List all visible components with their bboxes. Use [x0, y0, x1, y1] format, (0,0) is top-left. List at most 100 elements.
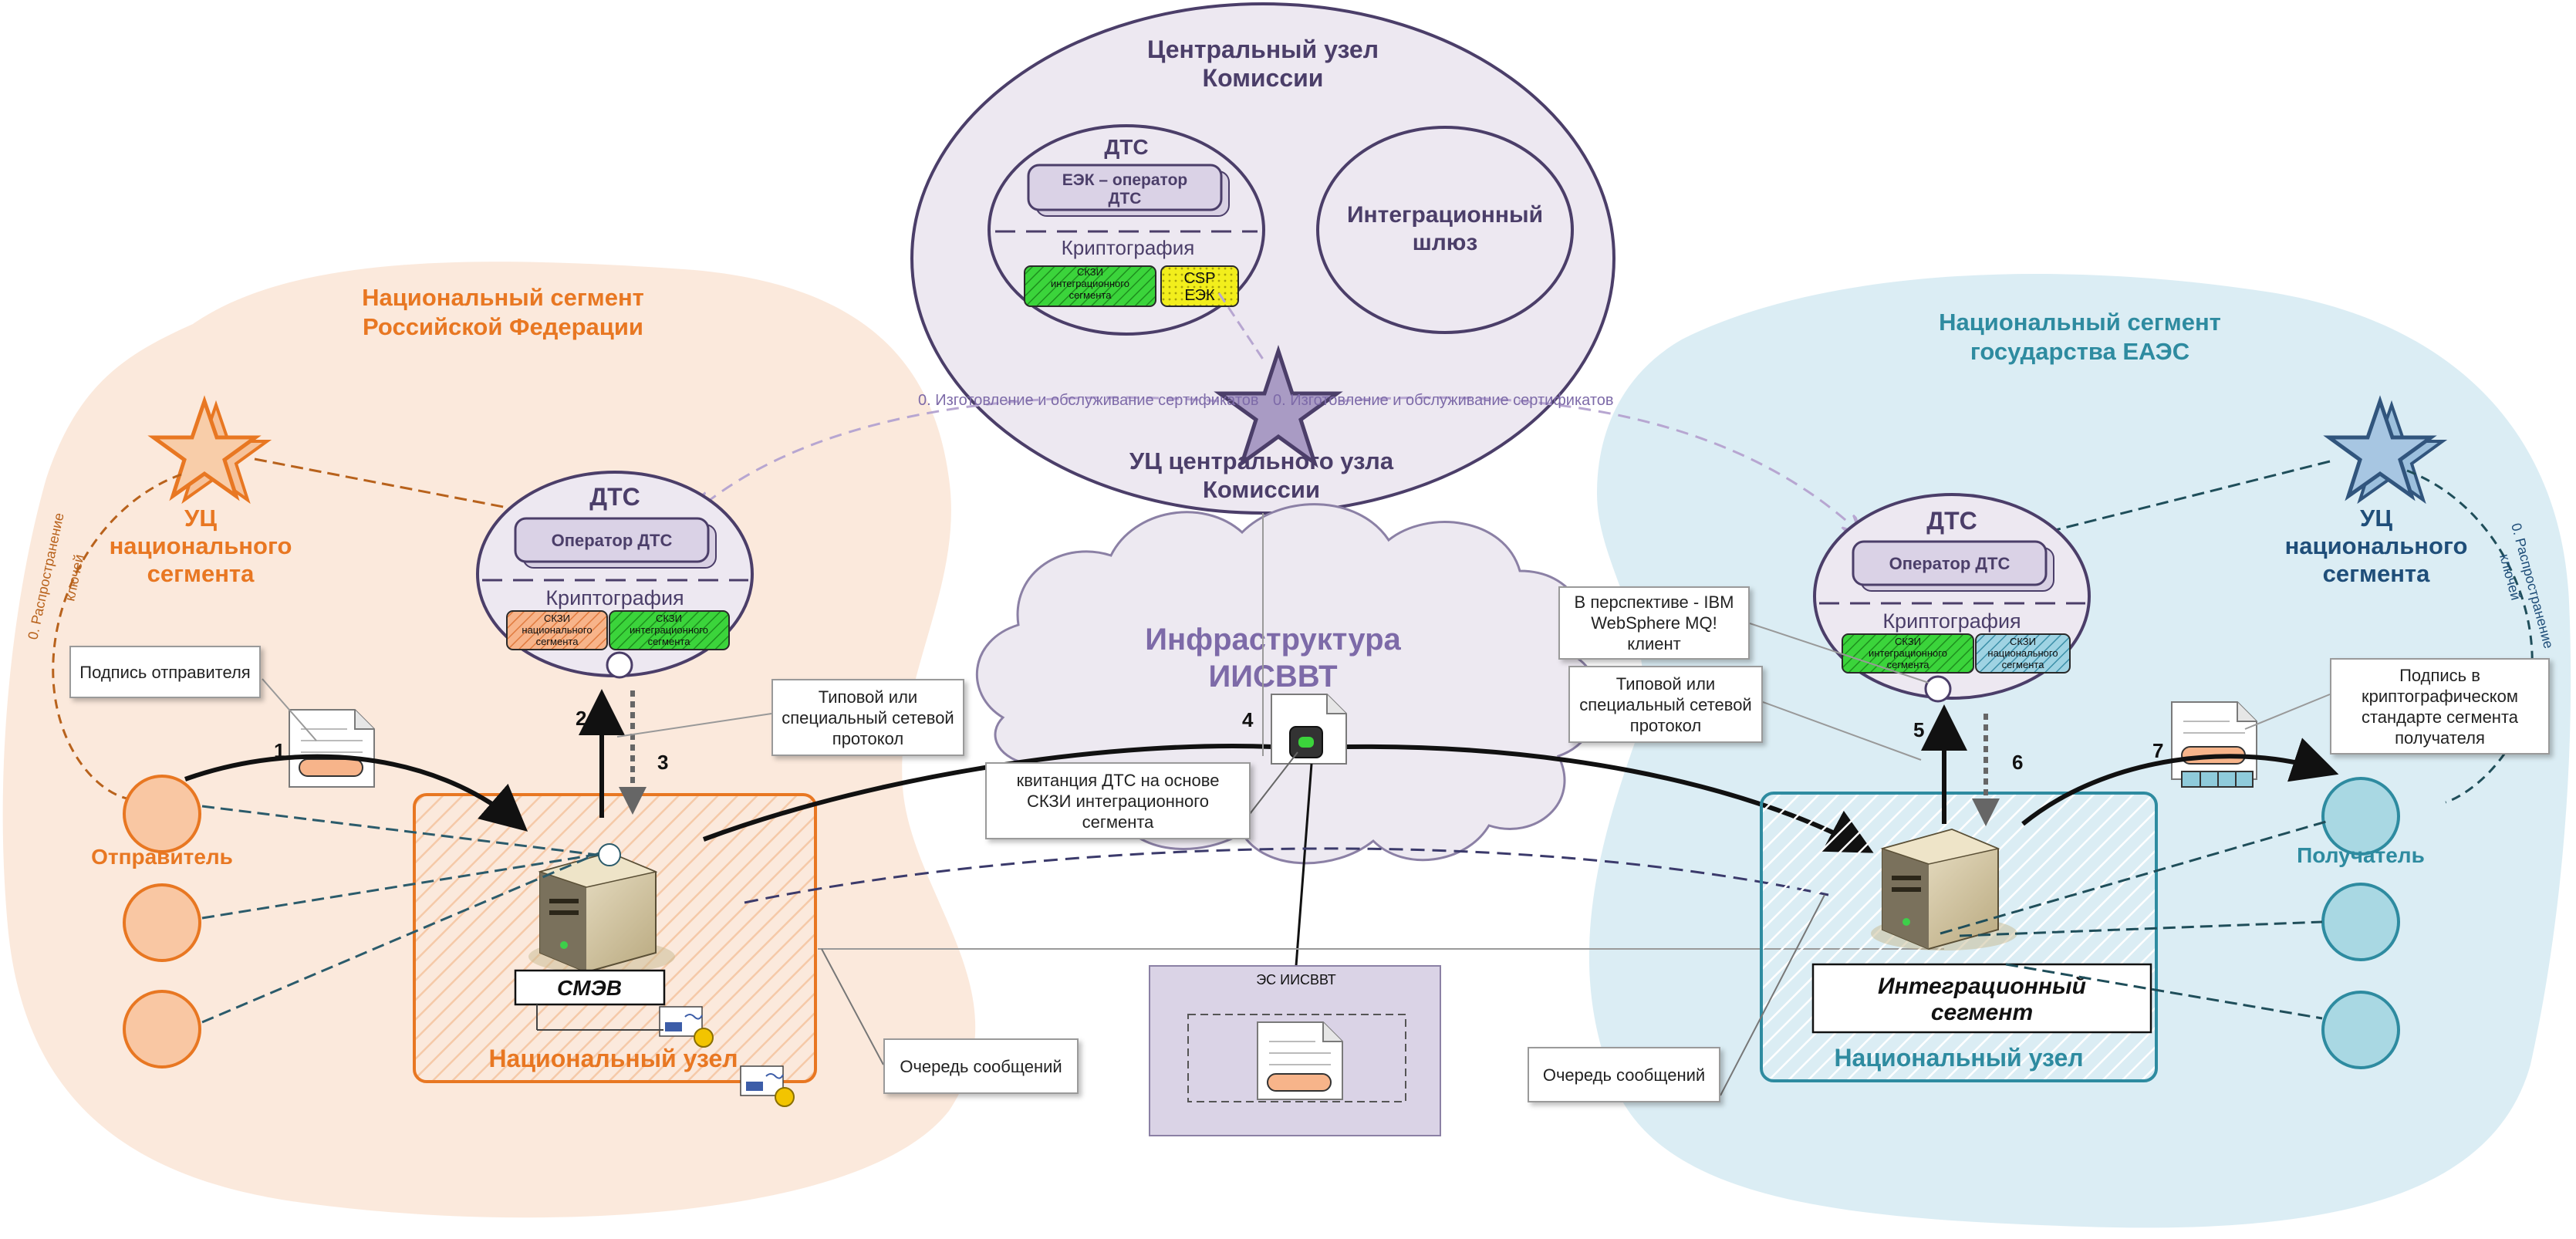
right-skzi-national-line3: сегмента [2002, 659, 2045, 670]
integration-gateway-circle [1316, 126, 1574, 334]
cert-service-arc-right [1338, 396, 1859, 532]
left-key-distribution-arc [52, 473, 182, 800]
sender-circle-2 [123, 883, 201, 962]
left-crypto-label: Криптография [545, 586, 684, 609]
right-ca-star-icon [2323, 395, 2437, 501]
left-node-label: Национальный узел [488, 1045, 738, 1072]
right-ca-line3: сегмента [2323, 560, 2430, 587]
receipt-document-icon [1271, 694, 1347, 765]
left-skzi-national-line3: сегмента [536, 636, 579, 647]
central-skzi-box [1024, 265, 1156, 307]
left-dts-title: ДТС [589, 483, 640, 511]
central-operator-box [1027, 164, 1223, 211]
receipt-callout-line [1249, 751, 1298, 815]
left-operator-box [514, 517, 710, 563]
right-ca-line2: национального [2285, 532, 2468, 559]
receiver-label: Получатель [2297, 843, 2425, 867]
right-skzi-integration-line1: СКЗИ [1895, 636, 1921, 647]
central-skzi-line3: сегмента [1069, 289, 1112, 301]
step-3-number: 3 [657, 751, 668, 774]
left-ca-to-dts-link [254, 457, 516, 511]
step-1-number: 1 [274, 739, 285, 762]
right-skzi-national-line2: национального [1987, 647, 2058, 659]
sender-1-link [201, 805, 610, 858]
left-dts-port [606, 651, 633, 679]
right-signature-callout: Подпись в криптографическом стандарте се… [2330, 658, 2550, 755]
gateway-line1: Интеграционный [1347, 202, 1543, 228]
left-signature-callout-line [262, 678, 317, 741]
cert-service-arc-left [698, 396, 1220, 509]
left-server-icon [528, 851, 675, 974]
infrastructure-title-line1: Инфраструктура [1145, 623, 1401, 657]
es-iisvvt-inner-box [1187, 1014, 1406, 1102]
right-websphere-callout: В перспективе - IBM WebSphere MQ! клиент [1558, 586, 1750, 660]
sender-circle-3 [123, 990, 201, 1069]
right-queue-callout-line [1720, 894, 1825, 1096]
receiver-circle-2 [2321, 883, 2400, 961]
right-skzi-national-box [1975, 633, 2071, 674]
right-ca-to-dts-link [2051, 460, 2331, 532]
left-signature-callout: Подпись отправителя [69, 646, 261, 698]
left-queue-icon [659, 1006, 714, 1048]
step-5-number: 5 [1913, 718, 1924, 741]
central-ca-line2: Комиссии [1203, 476, 1320, 503]
step-7-number: 7 [2152, 739, 2163, 762]
eaeu-segment-title-line2: государства ЕАЭС [1970, 338, 2189, 365]
step-4-number: 4 [1242, 708, 1254, 731]
right-ca-line1: УЦ [2360, 505, 2392, 532]
right-signed-document-icon [2171, 701, 2257, 788]
right-dts-title: ДТС [1926, 507, 1977, 535]
receiver-2-link [1959, 920, 2323, 937]
right-protocol-callout: Типовой или специальный сетевой протокол [1568, 666, 1763, 743]
cert-service-label-right: 0. Изготовление и обслуживание сертифика… [1273, 392, 1614, 409]
left-queue-callout-line [821, 948, 884, 1065]
eaeu-segment-title-line1: Национальный сегмент [1939, 309, 2221, 336]
left-skzi-integration-line2: интеграционного [630, 624, 708, 636]
left-skzi-integration-box [609, 610, 730, 650]
left-skzi-integration-line1: СКЗИ [656, 613, 682, 624]
central-dts-title: ДТС [1104, 135, 1148, 159]
central-ca-line1: УЦ центрального узла [1129, 447, 1394, 474]
right-server-line1: Интеграционный [1878, 974, 2086, 999]
central-csp-line2: ЕЭК [1184, 287, 1215, 304]
central-skzi-line1: СКЗИ [1077, 266, 1103, 278]
gateway-line2: шлюз [1413, 230, 1478, 255]
es-link-line [1295, 763, 1313, 967]
left-smev-label-box [514, 969, 666, 1006]
receiver-circle-1 [2321, 777, 2400, 856]
right-key-distribution-arc [2406, 469, 2534, 804]
right-skzi-national-line1: СКЗИ [2010, 636, 2036, 647]
receiver-circle-3 [2321, 991, 2400, 1069]
right-skzi-integration-line2: интеграционного [1869, 647, 1947, 659]
right-queue-callout: Очередь сообщений [1528, 1047, 1720, 1102]
central-csp-box [1160, 265, 1239, 307]
central-node-title-line2: Комиссии [1203, 64, 1324, 92]
right-protocol-callout-line [1762, 701, 1922, 761]
right-dts-port [1924, 675, 1952, 703]
central-operator-line2: ДТС [1109, 190, 1142, 208]
central-node-title-line1: Центральный узел [1147, 35, 1379, 63]
left-queue-callout: Очередь сообщений [883, 1038, 1079, 1094]
left-server-port [598, 843, 621, 866]
central-skzi-line2: интеграционного [1051, 278, 1129, 289]
receipt-callout: квитанция ДТС на основе СКЗИ интеграцион… [985, 762, 1251, 839]
central-operator-line1: ЕЭК – оператор [1062, 171, 1187, 189]
right-crypto-label: Криптография [1882, 609, 2021, 633]
right-integration-segment-box [1811, 963, 2152, 1034]
central-crypto-label: Криптография [1062, 236, 1195, 259]
russia-segment-title-line1: Национальный сегмент [362, 284, 644, 311]
central-ca-link [1217, 292, 1267, 363]
step-6-number: 6 [2012, 751, 2023, 774]
sender-circle-1 [123, 775, 201, 853]
sender-2-link [201, 851, 610, 920]
central-csp-line1: CSP [1183, 270, 1215, 287]
left-queue-icon-2 [740, 1065, 795, 1107]
receiver-1-link [1940, 820, 2327, 935]
right-websphere-callout-line [1749, 623, 1929, 684]
left-operator-label: Оператор ДТС [552, 531, 673, 550]
left-skzi-national-line2: национального [522, 624, 592, 636]
left-ca-star-icon [147, 395, 262, 501]
node-to-node-dashed-arc [744, 847, 1829, 904]
